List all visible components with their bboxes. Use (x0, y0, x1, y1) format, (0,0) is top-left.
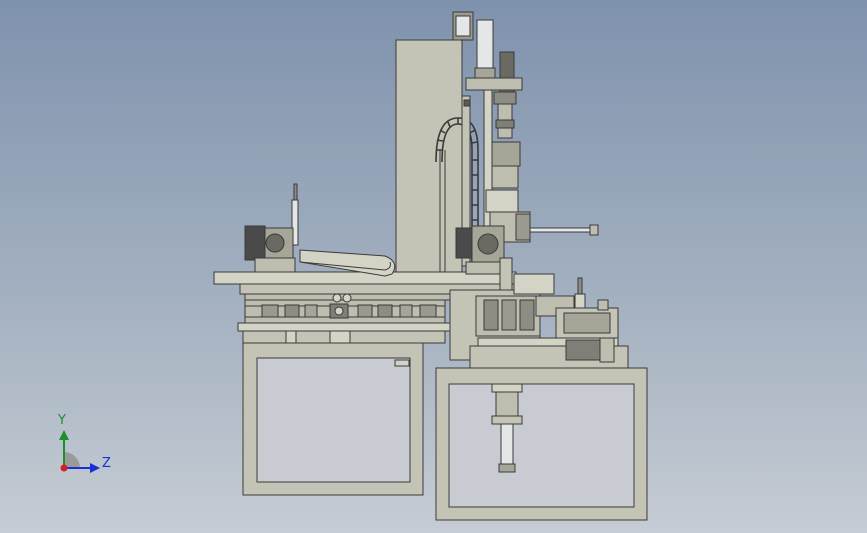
z-axis-arrowhead (90, 463, 100, 473)
right-base-frame (435, 367, 648, 521)
press-assembly (461, 19, 599, 271)
left-base-frame (242, 342, 424, 496)
left-slide-module (244, 183, 396, 277)
triad-origin-dot (60, 464, 68, 472)
triad-quadrant-icon (64, 452, 80, 468)
z-axis-label: Z (102, 456, 111, 471)
y-axis-arrowhead (59, 430, 69, 440)
coordinate-triad (59, 430, 100, 473)
center-motor (455, 225, 513, 299)
lift-cylinder (491, 383, 523, 473)
right-station (449, 273, 629, 369)
y-axis-label: Y (58, 413, 66, 428)
left-worktable (213, 271, 517, 344)
central-column (395, 11, 474, 273)
